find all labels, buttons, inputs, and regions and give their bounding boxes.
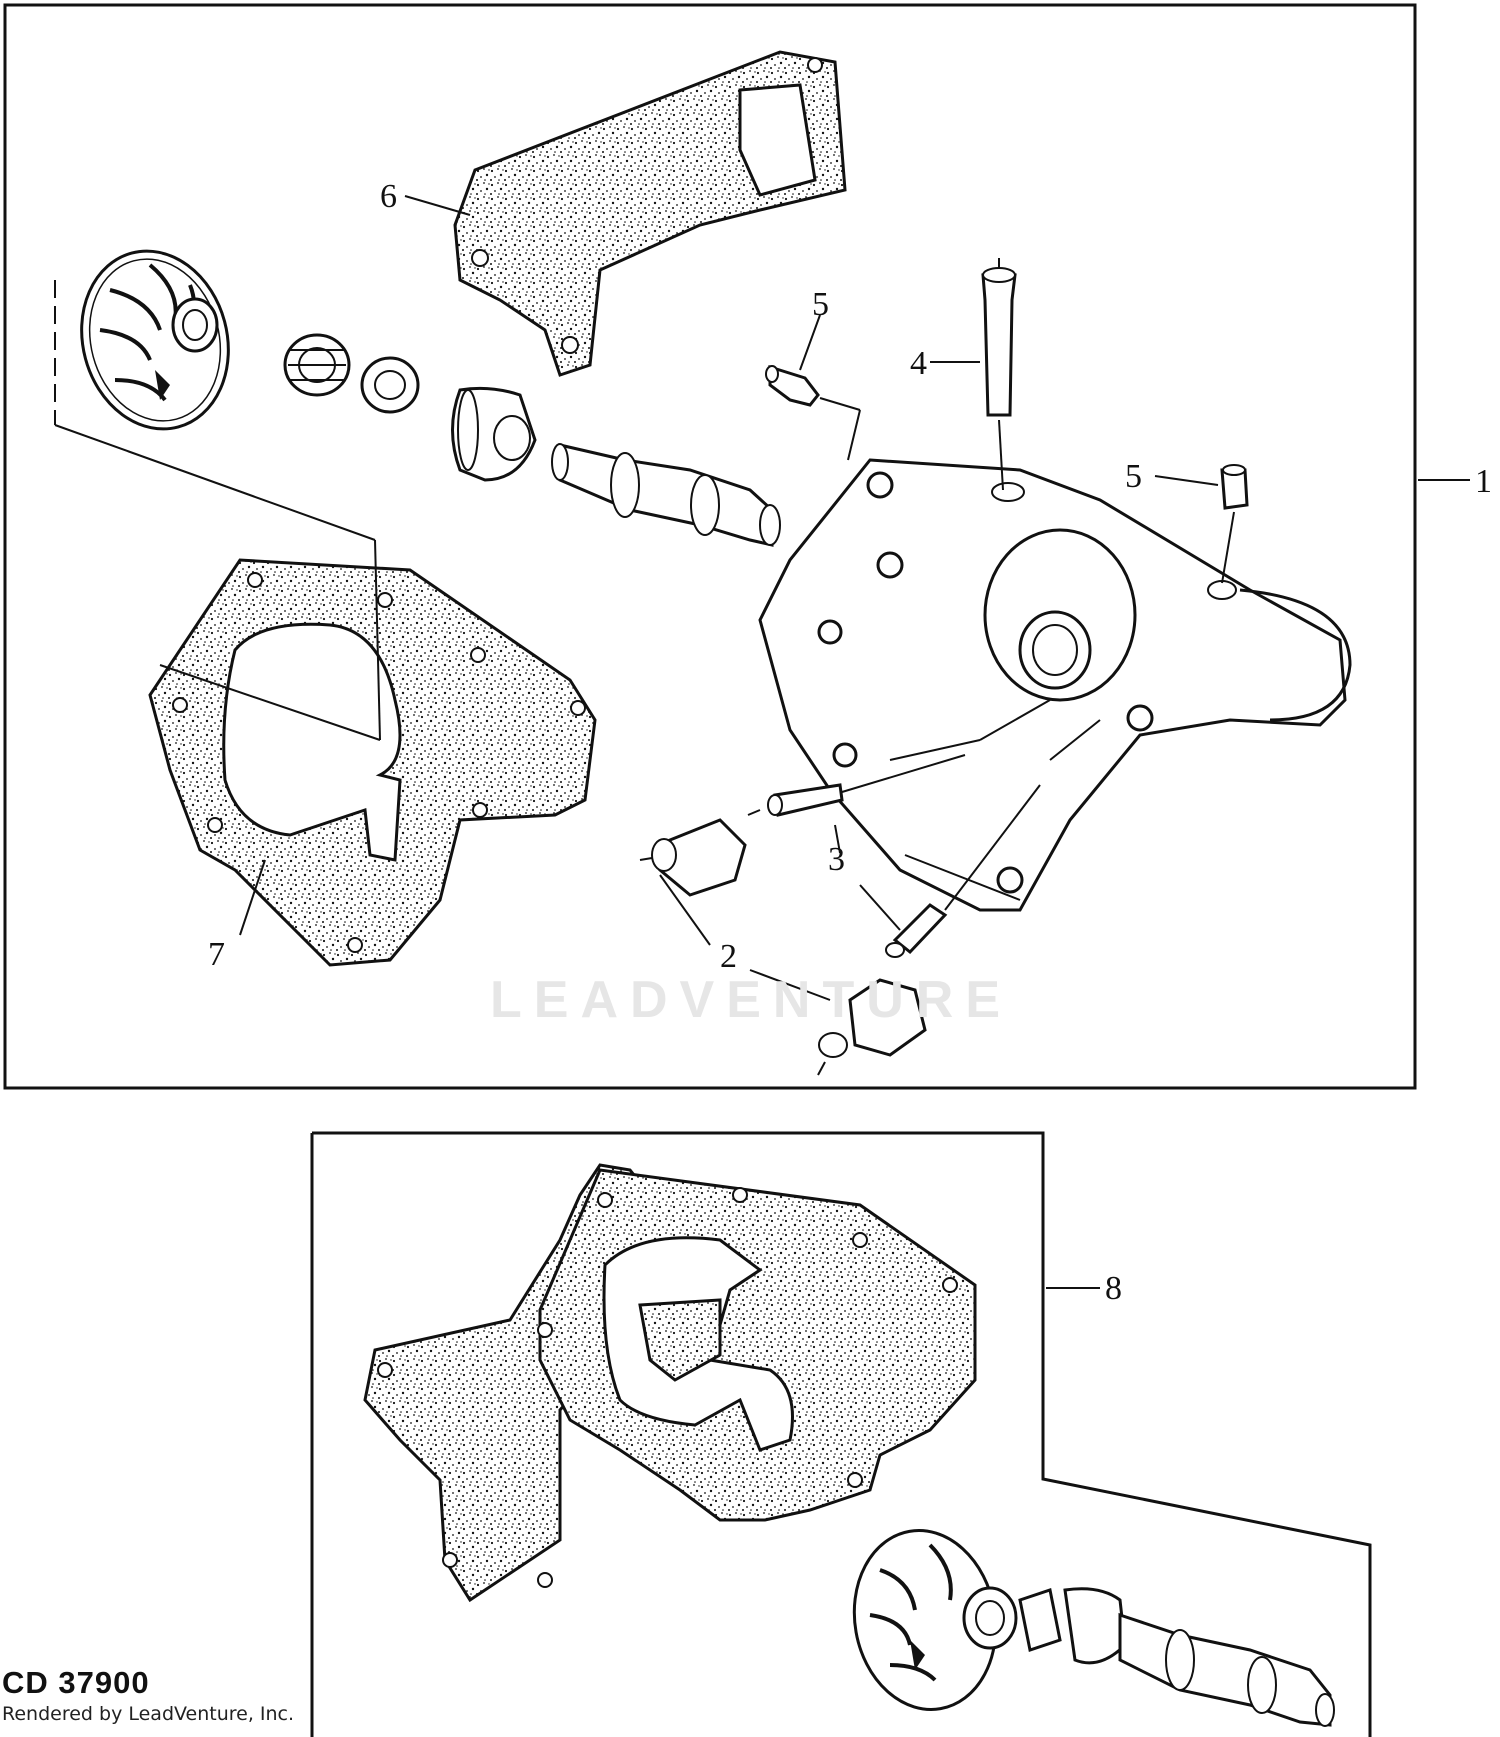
kit-8-gaskets xyxy=(363,1163,977,1603)
pump-housing xyxy=(758,458,1352,912)
callout-7: 7 xyxy=(208,936,225,973)
kit-8-impeller-shaft xyxy=(852,1529,1335,1727)
gasket-6 xyxy=(453,50,847,377)
lower-frame xyxy=(310,1131,1372,1737)
shaft-bearing-upper xyxy=(551,443,781,547)
callout-1: 1 xyxy=(1475,463,1492,500)
callout-5b: 5 xyxy=(1125,458,1142,495)
watermark: LEADVENTURE xyxy=(490,971,1013,1029)
leader-lines xyxy=(54,195,1470,1289)
callout-5a: 5 xyxy=(812,286,829,323)
pin-3b xyxy=(885,784,1041,958)
tube-4 xyxy=(981,258,1017,491)
pin-3a xyxy=(747,754,966,817)
callout-2a: 2 xyxy=(720,938,737,975)
gasket-7 xyxy=(148,558,597,967)
bushing-2b xyxy=(817,978,927,1076)
callout-6: 6 xyxy=(380,178,397,215)
callout-4: 4 xyxy=(910,345,927,382)
plug-5a xyxy=(765,364,861,461)
figure-id: CD 37900 xyxy=(2,1665,150,1700)
render-credit: Rendered by LeadVenture, Inc. xyxy=(2,1703,295,1725)
shaft-parts-upper xyxy=(283,333,537,482)
plug-5b xyxy=(1220,464,1249,584)
impeller-upper xyxy=(80,249,230,431)
upper-frame xyxy=(3,3,1417,1090)
callout-3: 3 xyxy=(828,841,845,878)
callout-8: 8 xyxy=(1105,1270,1122,1307)
bushing-2a xyxy=(639,818,747,897)
